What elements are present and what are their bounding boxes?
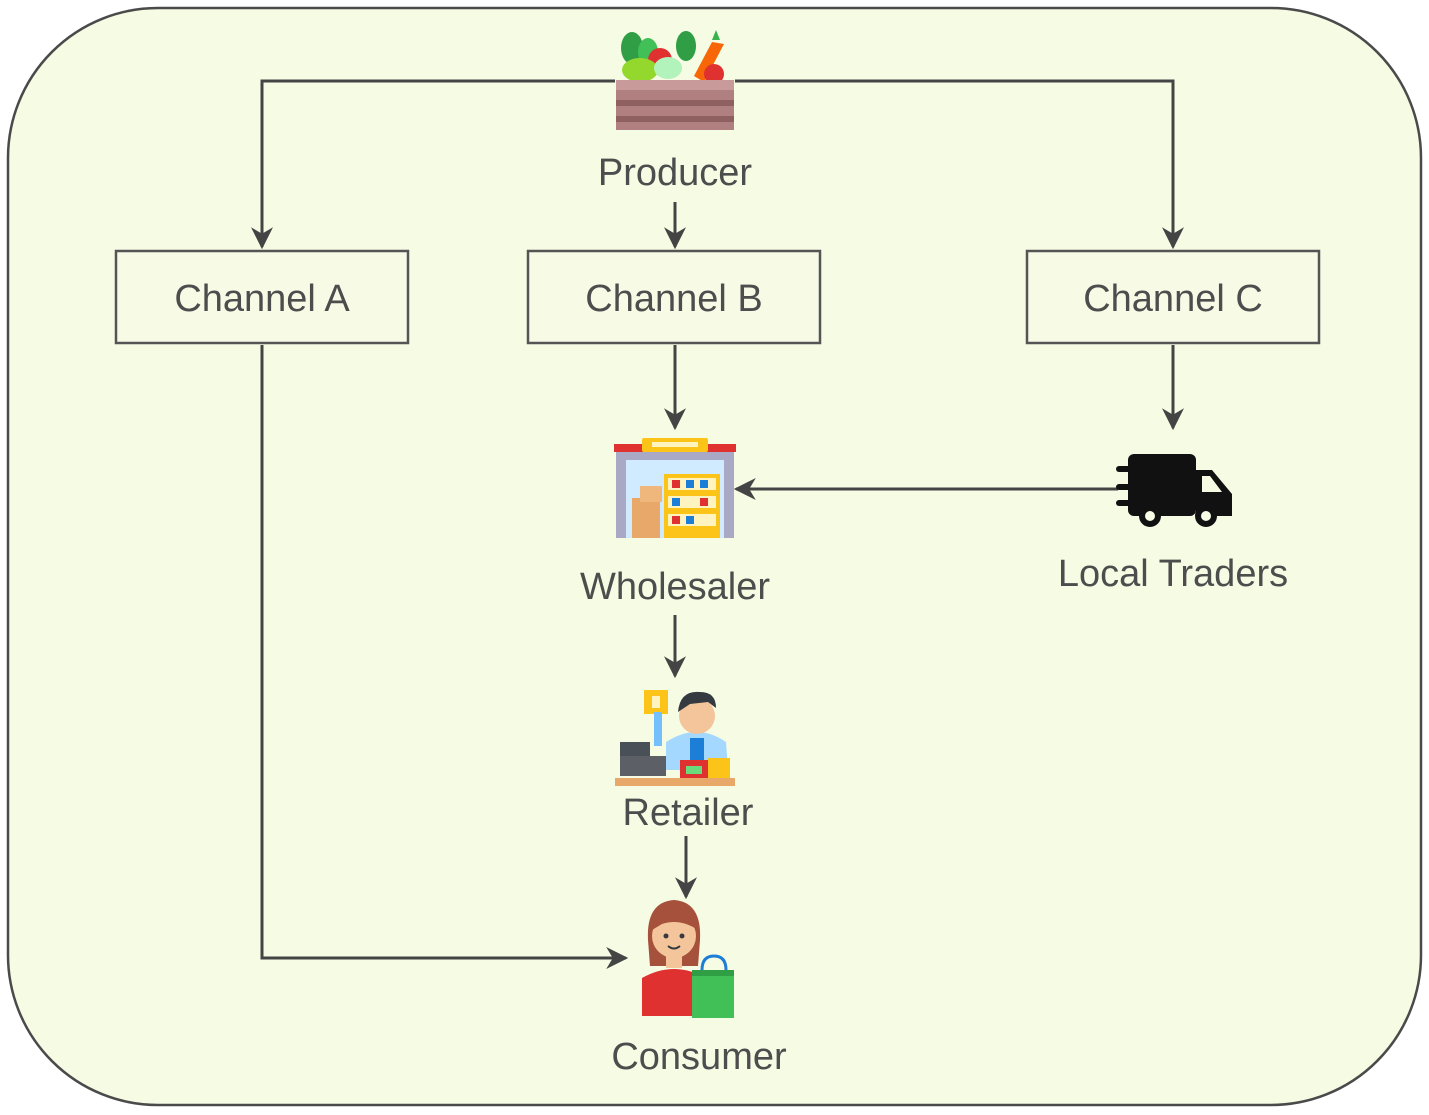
retailer-node: Retailer bbox=[615, 690, 754, 834]
delivery-truck-icon bbox=[1116, 454, 1232, 527]
shopper-icon bbox=[642, 900, 734, 1018]
local-traders-node: Local Traders bbox=[1058, 454, 1288, 595]
consumer-node: Consumer bbox=[611, 900, 787, 1078]
channel-b-box[interactable]: Channel B bbox=[526, 249, 822, 345]
edge-producer-to-channel-c bbox=[735, 79, 1184, 250]
channel-c-box[interactable]: Channel C bbox=[1025, 249, 1321, 345]
edges bbox=[251, 79, 1184, 969]
edge-producer-to-channel-a bbox=[251, 79, 615, 250]
wholesaler-label: Wholesaler bbox=[580, 566, 770, 608]
retailer-label: Retailer bbox=[623, 792, 754, 834]
vegetable-crate-icon bbox=[616, 30, 734, 130]
channel-c-label: Channel C bbox=[1083, 278, 1263, 320]
edge-channel-a-to-consumer bbox=[260, 345, 629, 969]
shopkeeper-icon bbox=[615, 690, 735, 786]
warehouse-icon bbox=[614, 438, 736, 538]
producer-node: Producer bbox=[598, 30, 753, 194]
local-traders-label: Local Traders bbox=[1058, 553, 1288, 595]
producer-label: Producer bbox=[598, 152, 753, 194]
channel-a-label: Channel A bbox=[174, 278, 350, 320]
wholesaler-node: Wholesaler bbox=[580, 438, 770, 608]
consumer-label: Consumer bbox=[611, 1036, 787, 1078]
channel-b-label: Channel B bbox=[585, 278, 762, 320]
channel-a-box[interactable]: Channel A bbox=[114, 249, 410, 345]
